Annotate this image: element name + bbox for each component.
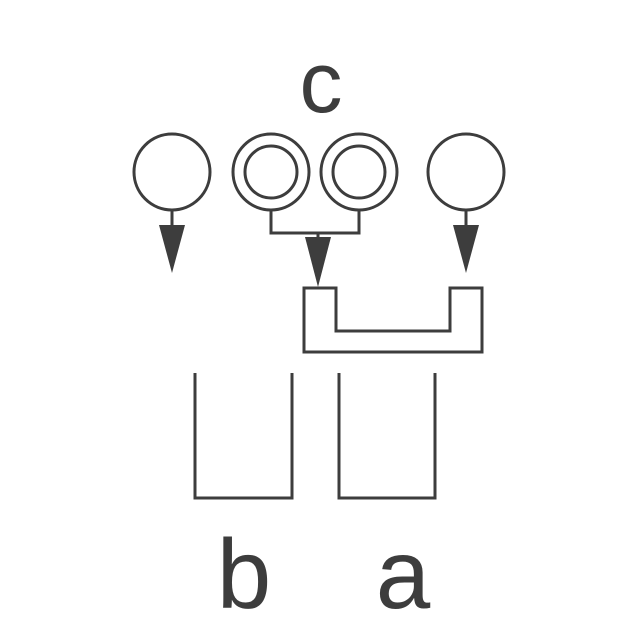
label-c: c [300, 35, 343, 131]
tray-shape [302, 286, 484, 354]
container-b [193, 373, 294, 500]
connector-bracket [269, 210, 361, 235]
arrow-head-right [453, 225, 479, 273]
circle-left-single [132, 132, 212, 212]
circle-double-inner-1 [243, 144, 299, 200]
arrow-head-left [159, 225, 185, 273]
circle-double-inner-2 [331, 144, 387, 200]
label-b: b [217, 519, 272, 629]
circle-right-single [426, 132, 506, 212]
container-a [337, 373, 437, 500]
label-a: a [376, 519, 431, 629]
arrow-head-center [305, 237, 331, 287]
